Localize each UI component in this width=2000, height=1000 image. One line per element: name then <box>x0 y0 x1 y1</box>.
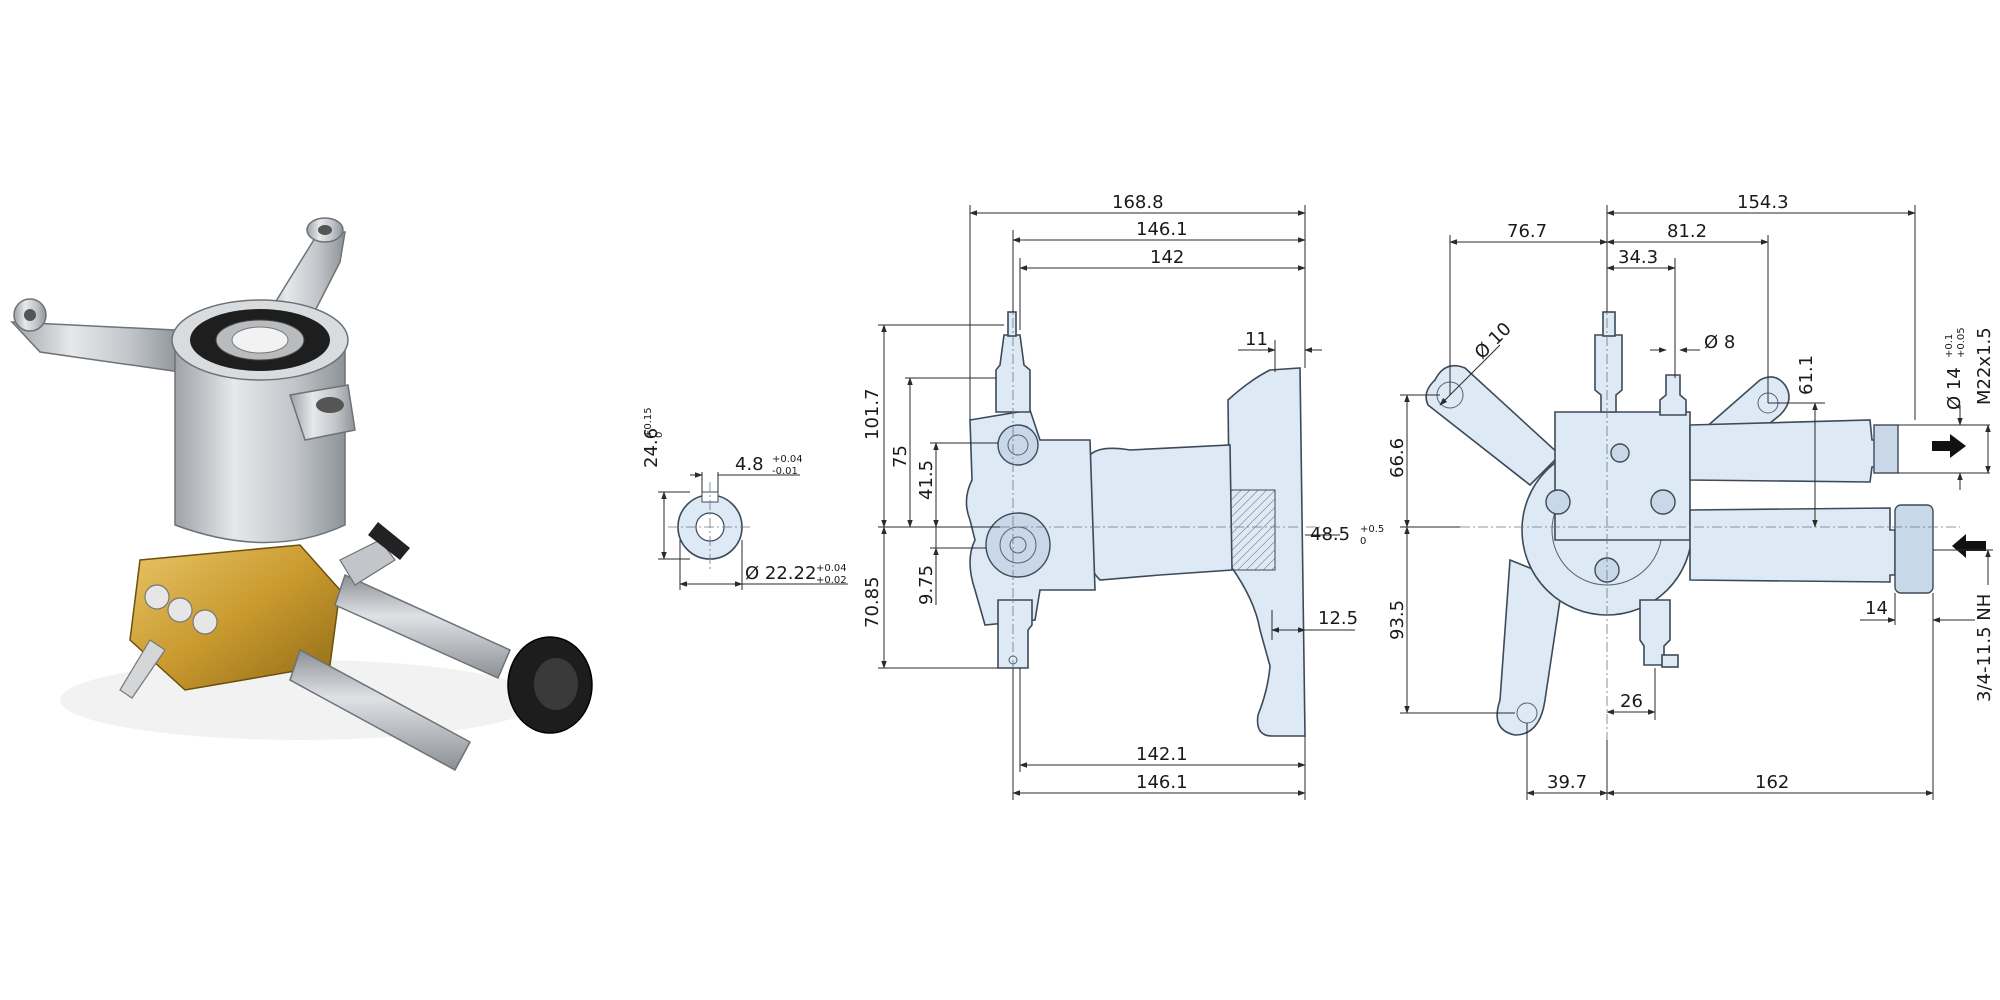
side-dim-1421: 142.1 <box>1136 744 1188 765</box>
front-view-drawing: 154.3 76.7 81.2 34.3 Ø 10 Ø 8 61.1 Ø 14 … <box>1387 192 1995 800</box>
pump-product-illustration <box>10 217 593 772</box>
shaft-key-dim: 4.8 <box>735 454 764 475</box>
front-dim-666: 66.6 <box>1387 438 1408 478</box>
front-dim-397: 39.7 <box>1547 772 1587 793</box>
side-dim-485: 48.5 <box>1310 524 1350 545</box>
front-dim-14: 14 <box>1865 598 1888 619</box>
side-dim-11: 11 <box>1245 329 1268 350</box>
side-dim-41: 41.5 <box>916 460 937 500</box>
side-dim-146-top: 146.1 <box>1136 219 1188 240</box>
shaft-key-tol-lower: -0.01 <box>772 466 798 477</box>
shaft-height-dim: 24.6 <box>641 428 662 468</box>
front-dim-343: 34.3 <box>1618 247 1658 268</box>
front-inlet-tol-upper: +0.1 <box>1944 334 1955 358</box>
front-hole-8: Ø 8 <box>1704 332 1735 353</box>
front-dim-1543: 154.3 <box>1737 192 1789 213</box>
side-dim-101: 101.7 <box>862 388 883 440</box>
front-dim-162: 162 <box>1755 772 1789 793</box>
front-dim-767: 76.7 <box>1507 221 1547 242</box>
side-dim-125: 12.5 <box>1318 608 1358 629</box>
side-dim-75: 75 <box>890 445 911 468</box>
front-dim-26: 26 <box>1620 691 1643 712</box>
shaft-height-tol-lower: 0 <box>654 432 665 438</box>
shaft-cross-section: 24.6 +0.15 0 4.8 +0.04 -0.01 Ø 22.22 +0.… <box>641 407 848 590</box>
shaft-diameter-tol-lower: +0.02 <box>816 575 847 586</box>
shaft-diameter-tol-upper: +0.04 <box>816 563 847 574</box>
side-dim-142: 142 <box>1150 247 1184 268</box>
front-inlet-14: Ø 14 <box>1944 367 1965 410</box>
front-inlet-tol-lower: +0.05 <box>1956 327 1967 358</box>
shaft-key-tol-upper: +0.04 <box>772 454 803 465</box>
front-thread-m22: M22x1.5 <box>1974 327 1995 405</box>
front-dim-812: 81.2 <box>1667 221 1707 242</box>
front-thread-nh: 3/4-11.5 NH <box>1974 594 1995 702</box>
front-dim-935: 93.5 <box>1387 600 1408 640</box>
side-dim-975: 9.75 <box>916 565 937 605</box>
side-dim-485-tol-upper: +0.5 <box>1360 524 1384 535</box>
side-dim-7085: 70.85 <box>862 576 883 628</box>
side-dim-485-tol-lower: 0 <box>1360 536 1366 547</box>
front-dim-611: 61.1 <box>1796 355 1817 395</box>
side-dim-1461-bottom: 146.1 <box>1136 772 1188 793</box>
shaft-diameter-dim: Ø 22.22 <box>745 563 816 584</box>
front-hole-10: Ø 10 <box>1471 318 1516 363</box>
shaft-height-tol-upper: +0.15 <box>643 407 654 438</box>
side-dim-168: 168.8 <box>1112 192 1164 213</box>
side-view-drawing: 168.8 146.1 142 11 101.7 75 41.5 9.75 70… <box>862 192 1384 800</box>
